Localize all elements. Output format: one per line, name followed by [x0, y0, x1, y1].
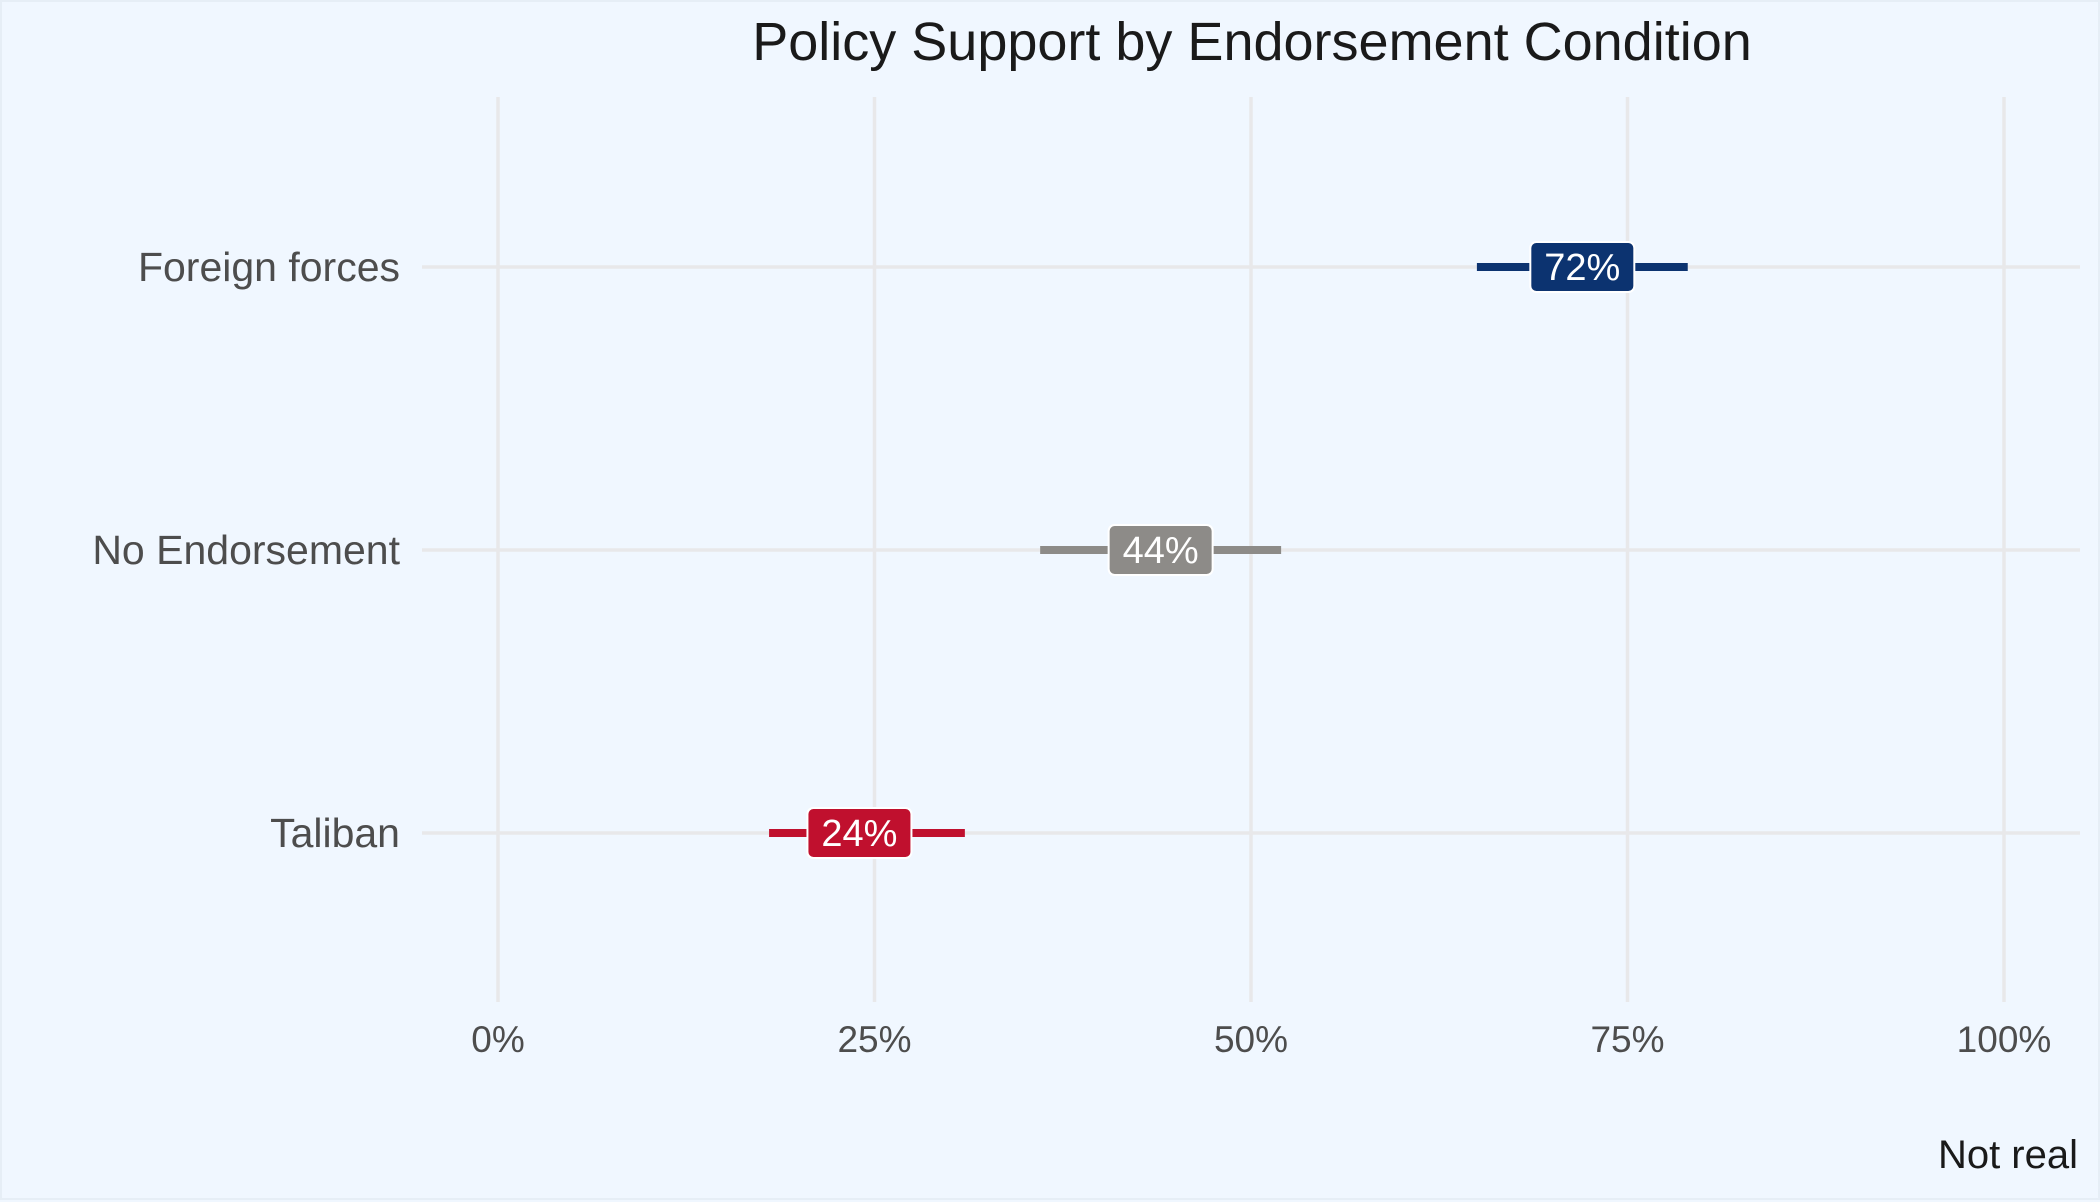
grid-layer: 0% 25% 50% 75% 100% Foreign forces No Endorsem…: [92, 97, 2080, 1060]
value-label-box: [1107, 524, 1214, 576]
value-label-box: [806, 807, 913, 859]
value-label: 44%: [1123, 530, 1199, 572]
chart-caption: Not real: [1938, 1133, 2078, 1177]
value-label: 72%: [1544, 247, 1620, 289]
y-tick-label: Foreign forces: [138, 244, 400, 290]
chart-title: Policy Support by Endorsement Condition: [752, 12, 1752, 72]
x-tick-label: 75%: [1590, 1019, 1664, 1060]
x-tick-label: 50%: [1214, 1019, 1288, 1060]
marks-layer: 72% 44% 24%: [769, 241, 1688, 859]
x-tick-label: 100%: [1957, 1019, 2052, 1060]
value-label-box: [1529, 241, 1636, 293]
value-label: 24%: [821, 813, 897, 855]
x-tick-label: 0%: [471, 1019, 524, 1060]
x-tick-label: 25%: [837, 1019, 911, 1060]
y-tick-label: Taliban: [270, 810, 400, 856]
y-tick-label: No Endorsement: [92, 527, 400, 573]
